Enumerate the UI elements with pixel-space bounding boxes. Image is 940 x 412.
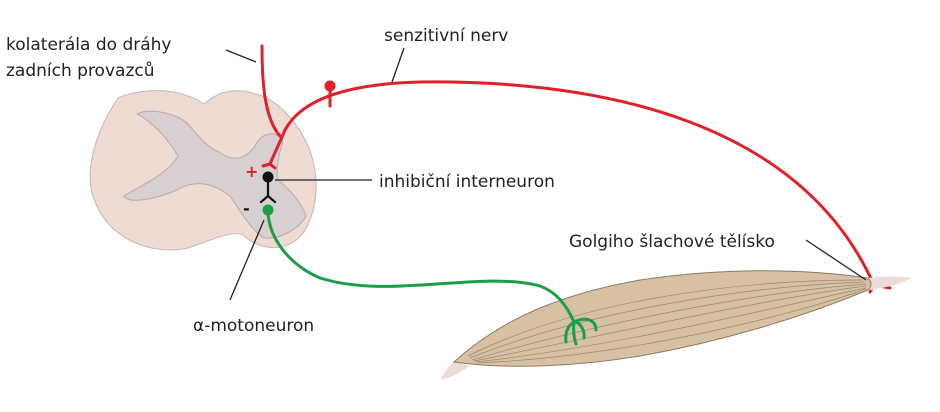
dorsal-column-collateral (260, 44, 282, 138)
sensory-collateral-to-interneuron (268, 128, 287, 166)
sensory-nerve-leader (391, 47, 405, 83)
sensory-nerve-label: senzitivní nerv (384, 26, 508, 46)
sensory-pathway (260, 44, 892, 294)
excitatory-sign: + (245, 162, 258, 181)
synapse-fork (261, 162, 277, 170)
spinal-cord-gray-matter (123, 110, 307, 239)
motoneuron-leader (229, 219, 265, 301)
tendon-proximal (868, 276, 912, 290)
neuromuscular-junction (564, 317, 598, 346)
alpha-motoneuron-axon (266, 211, 576, 324)
collateral-leader (225, 49, 257, 63)
sensory-nerve-fiber (283, 80, 876, 287)
inhibitory-sign: - (243, 199, 250, 218)
interneuron-label: inhibiční interneuron (379, 172, 555, 192)
collateral-label-line2: zadních provazců (6, 61, 154, 81)
spinal-cord-section (89, 90, 317, 251)
tendon-distal (441, 362, 470, 380)
leader-lines (225, 47, 867, 301)
sensory-ganglion-cell (324, 80, 336, 92)
golgi-leader (805, 239, 867, 281)
muscle (441, 270, 912, 380)
interneuron-axon (259, 180, 277, 204)
interneuron-body (262, 171, 274, 183)
collateral-label-line1: kolaterála do dráhy (6, 35, 171, 55)
alpha-motoneuron-body (262, 204, 274, 216)
muscle-belly (452, 270, 872, 367)
golgi-organ-label: Golgiho šlachové tělísko (569, 232, 775, 252)
alpha-motoneuron-label: α-motoneuron (193, 316, 314, 336)
inhibitory-interneuron (259, 171, 277, 204)
motor-pathway (266, 211, 598, 346)
muscle-fibers (467, 279, 867, 364)
